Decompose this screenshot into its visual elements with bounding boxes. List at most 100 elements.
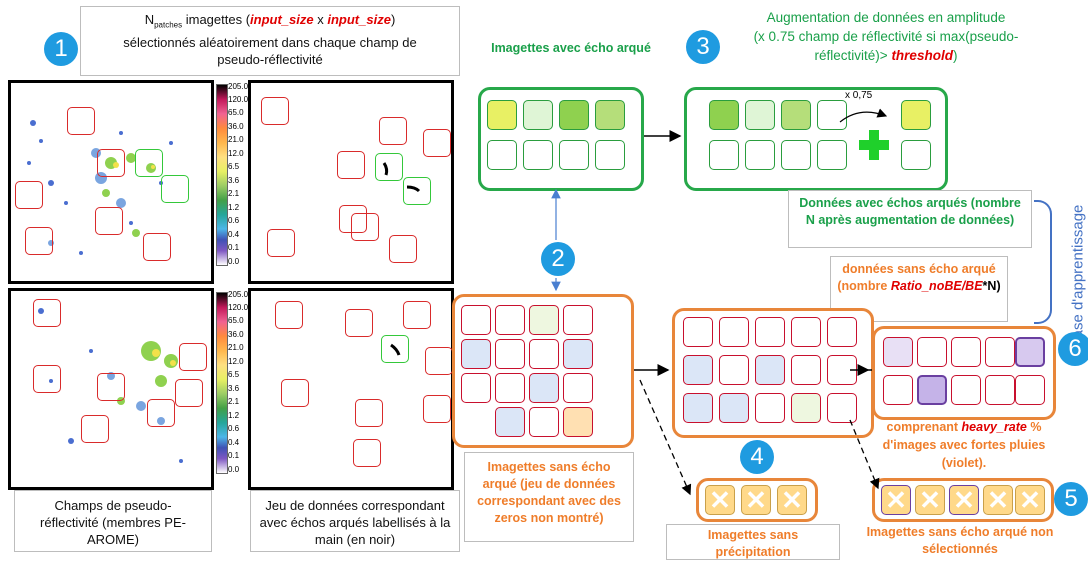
step-5-badge: 5 bbox=[1054, 482, 1088, 516]
colorbar-tick: 205.0 bbox=[228, 82, 249, 91]
tile bbox=[559, 100, 589, 130]
not-selected-caption: Imagettes sans écho arqué non sélectionn… bbox=[866, 525, 1054, 556]
tile bbox=[985, 375, 1015, 405]
colorbar-tick: 2.1 bbox=[228, 397, 240, 406]
tile bbox=[523, 100, 553, 130]
labelled-field-top bbox=[248, 80, 454, 284]
colorbar-tick: 21.0 bbox=[228, 135, 244, 144]
patch-box bbox=[81, 415, 109, 443]
patch-box-bow bbox=[375, 153, 403, 181]
patch-box bbox=[355, 399, 383, 427]
step-1-description: Npatches imagettes (input_size x input_s… bbox=[80, 6, 460, 76]
patch-box bbox=[403, 301, 431, 329]
patch-box bbox=[143, 233, 171, 261]
patch-box bbox=[95, 207, 123, 235]
patch-box-bow bbox=[161, 175, 189, 203]
tile bbox=[563, 305, 593, 335]
colorbar-tick: 65.0 bbox=[228, 316, 244, 325]
tile bbox=[495, 373, 525, 403]
tile bbox=[817, 140, 847, 170]
tile bbox=[755, 393, 785, 423]
patch-box bbox=[97, 373, 125, 401]
tile bbox=[529, 373, 559, 403]
step-3-description: Augmentation de données en amplitude (x … bbox=[753, 10, 1019, 63]
tile bbox=[951, 375, 981, 405]
tile bbox=[563, 339, 593, 369]
reflectivity-map-bottom bbox=[38, 308, 183, 463]
patch-box bbox=[423, 395, 451, 423]
patch-box bbox=[275, 301, 303, 329]
final-no-bow-box bbox=[872, 326, 1056, 420]
step-2-badge: 2 bbox=[541, 242, 575, 276]
tile bbox=[1015, 375, 1045, 405]
patch-box bbox=[267, 229, 295, 257]
colorbar-tick: 0.4 bbox=[228, 230, 240, 239]
tile bbox=[719, 393, 749, 423]
tile bbox=[461, 305, 491, 335]
tile bbox=[791, 317, 821, 347]
colorbar-top: 205.0 120.0 65.0 36.0 21.0 12.0 6.5 3.6 … bbox=[212, 82, 252, 278]
tile bbox=[901, 100, 931, 130]
tile bbox=[529, 305, 559, 335]
tile bbox=[683, 317, 713, 347]
patch-box-bow bbox=[403, 177, 431, 205]
bow-echo-strokes bbox=[382, 162, 421, 193]
tile bbox=[487, 100, 517, 130]
no-precip-caption: Imagettes sans précipitation bbox=[666, 524, 840, 560]
patch-box bbox=[281, 379, 309, 407]
tile bbox=[709, 140, 739, 170]
labelled-field-bottom bbox=[248, 288, 454, 490]
tile bbox=[827, 393, 857, 423]
cross-tile-icon: ✕ bbox=[915, 485, 945, 515]
plus-icon bbox=[859, 130, 889, 160]
tile bbox=[683, 355, 713, 385]
bow-echo-strokes bbox=[390, 343, 401, 356]
tile bbox=[745, 100, 775, 130]
colorbar-tick: 0.0 bbox=[228, 257, 240, 266]
patch-box bbox=[33, 299, 61, 327]
data-without-bow-box: données sans écho arqué (nombre Ratio_no… bbox=[830, 256, 1008, 322]
tile bbox=[563, 407, 593, 437]
tile bbox=[495, 339, 525, 369]
learning-base-brace bbox=[1034, 200, 1052, 324]
step-4-badge: 4 bbox=[740, 440, 774, 474]
tile bbox=[719, 317, 749, 347]
augmentation-box: x 0,75 bbox=[684, 87, 948, 191]
cross-tile-icon: ✕ bbox=[741, 485, 771, 515]
patch-box bbox=[337, 151, 365, 179]
cross-tile-icon: ✕ bbox=[705, 485, 735, 515]
scale-factor-label: x 0,75 bbox=[845, 90, 873, 101]
step-1-badge: 1 bbox=[44, 32, 78, 66]
colorbar-tick: 1.2 bbox=[228, 203, 240, 212]
colorbar-tick: 0.4 bbox=[228, 438, 240, 447]
patch-box bbox=[67, 107, 95, 135]
reflectivity-field-top bbox=[8, 80, 214, 284]
reflectivity-field-bottom bbox=[8, 288, 214, 490]
colorbar-tick: 0.1 bbox=[228, 451, 240, 460]
colorbar-tick: 1.2 bbox=[228, 411, 240, 420]
bow-echo-tiles-label: Imagettes avec écho arqué bbox=[491, 41, 651, 55]
tile bbox=[709, 100, 739, 130]
cross-tile-icon: ✕ bbox=[777, 485, 807, 515]
patch-box bbox=[15, 181, 43, 209]
tile bbox=[827, 317, 857, 347]
tile bbox=[755, 355, 785, 385]
tile bbox=[487, 140, 517, 170]
tile bbox=[595, 100, 625, 130]
tile bbox=[951, 337, 981, 367]
tile bbox=[817, 100, 847, 130]
tile-heavy-rain bbox=[1015, 337, 1045, 367]
patch-box bbox=[147, 399, 175, 427]
patch-box bbox=[179, 343, 207, 371]
colorbar-tick: 0.0 bbox=[228, 465, 240, 474]
patch-box bbox=[389, 235, 417, 263]
no-precip-box: ✕ ✕ ✕ bbox=[696, 478, 818, 522]
tile bbox=[595, 140, 625, 170]
tile bbox=[917, 337, 947, 367]
cross-tile-icon: ✕ bbox=[881, 485, 911, 515]
no-bow-tiles-caption: Imagettes sans écho arqué (jeu de donnée… bbox=[464, 452, 634, 542]
step-3-badge: 3 bbox=[686, 30, 720, 64]
tile bbox=[461, 373, 491, 403]
tile bbox=[529, 407, 559, 437]
tile bbox=[755, 317, 785, 347]
